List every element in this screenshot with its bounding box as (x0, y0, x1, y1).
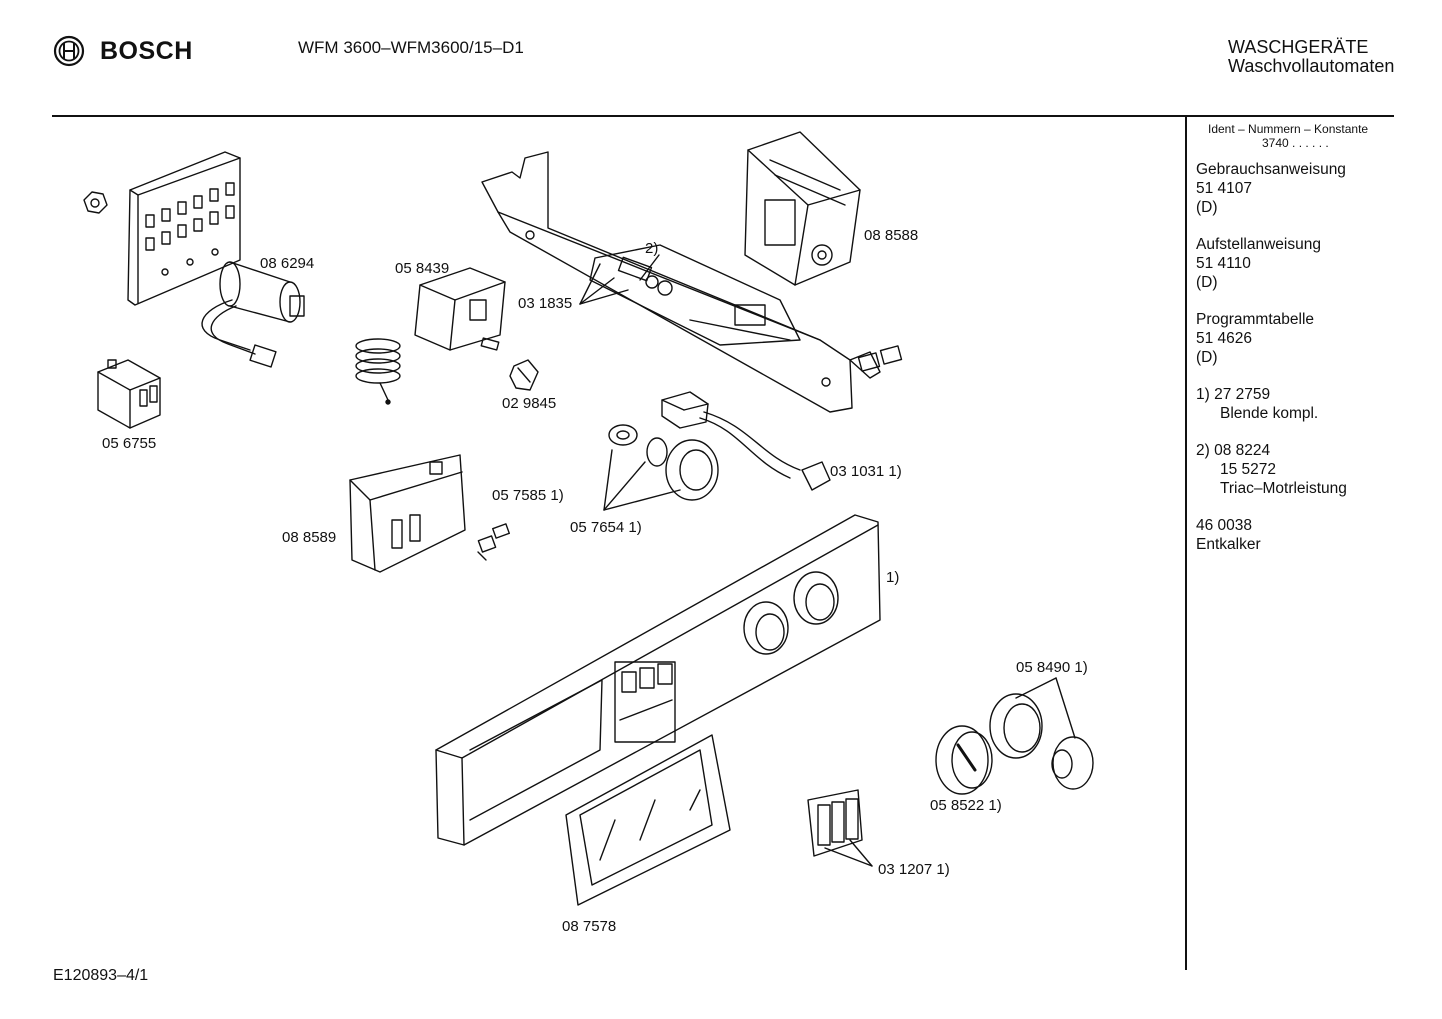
electronic-module (349, 454, 466, 573)
brand: BOSCH (52, 34, 193, 68)
program-switch (744, 131, 861, 286)
label-1: 1) (886, 569, 899, 586)
label-031031: 03 1031 1) (830, 463, 902, 480)
label-057585: 05 7585 1) (492, 487, 564, 504)
label-086294: 08 6294 (260, 255, 314, 272)
lamp-holder (477, 523, 510, 561)
brand-name: BOSCH (100, 36, 193, 65)
knob-small (1051, 736, 1094, 790)
drawing-code: E120893–4/1 (53, 967, 149, 984)
knob-ring (989, 693, 1043, 759)
knob-large (935, 725, 993, 795)
spring-coil (355, 338, 401, 405)
mounting-bracket (127, 151, 241, 306)
info-line: Programmtabelle (1196, 311, 1315, 328)
label-087578: 08 7578 (562, 918, 616, 935)
label-088589: 08 8589 (282, 529, 336, 546)
exploded-parts-diagram: 08 6294 05 6755 05 8439 02 9845 (83, 131, 1094, 935)
category-line-2: Waschvollautomaten (1228, 56, 1395, 76)
info-line: (D) (1196, 274, 1218, 291)
info-line: 51 4626 (1196, 330, 1253, 347)
clip-part (509, 359, 539, 391)
model-title: WFM 3600–WFM3600/15–D1 (298, 38, 524, 57)
info-line: Entkalker (1196, 536, 1261, 553)
info-line: (D) (1196, 349, 1218, 366)
transformer (97, 359, 161, 429)
leader-line (639, 254, 660, 281)
ident-title: Ident – Nummern – Konstante (1208, 122, 1369, 136)
leader-lines-031207 (824, 839, 873, 867)
label-058490: 05 8490 1) (1016, 659, 1088, 676)
control-bracket (481, 151, 903, 413)
info-line: 1) 27 2759 (1196, 386, 1271, 403)
lamp-ring-set (608, 424, 719, 501)
label-031207: 03 1207 1) (878, 861, 950, 878)
info-group-program-table: Programmtabelle 51 4626 (D) (1196, 310, 1436, 367)
sidebar-info: Ident – Nummern – Konstante 3740 . . . .… (1196, 122, 1436, 572)
info-line: (D) (1196, 199, 1218, 216)
wire-connector (661, 391, 831, 491)
info-line: 2) 08 8224 (1196, 442, 1271, 459)
capacitor (201, 261, 305, 368)
leader-lines-031835 (579, 263, 629, 305)
info-line: 46 0038 (1196, 517, 1253, 534)
info-group-note-1: 1) 27 2759 Blende kompl. (1196, 385, 1436, 423)
label-029845: 02 9845 (502, 395, 556, 412)
info-line: 51 4110 (1196, 255, 1251, 272)
category-line-1: WASCHGERÄTE (1228, 37, 1369, 57)
triac-pcb (589, 244, 801, 346)
ident-value: 3740 . . . . . . (1262, 136, 1329, 150)
info-group-manual: Gebrauchsanweisung 51 4107 (D) (1196, 160, 1436, 217)
label-031835: 03 1835 (518, 295, 572, 312)
info-line: Blende kompl. (1220, 405, 1319, 422)
fascia-panel (435, 514, 881, 846)
info-line: Aufstellanweisung (1196, 236, 1321, 253)
label-2: 2) (645, 240, 658, 257)
detergent-flap (565, 734, 731, 906)
label-058522: 05 8522 1) (930, 797, 1002, 814)
category: WASCHGERÄTE Waschvollautomaten (1228, 38, 1394, 76)
info-line: 51 4107 (1196, 180, 1253, 197)
info-line: Gebrauchsanweisung (1196, 161, 1346, 178)
header-rule (52, 115, 1394, 117)
nut-icon (83, 191, 108, 214)
bosch-logo-icon (53, 35, 85, 67)
door-lock (414, 267, 506, 351)
info-group-installation: Aufstellanweisung 51 4110 (D) (1196, 235, 1436, 292)
label-056755: 05 6755 (102, 435, 156, 452)
leader-lines-057654 (603, 449, 681, 511)
info-line: 15 5272 (1220, 461, 1277, 478)
info-group-note-2: 2) 08 8224 15 5272 Triac–Motrleistung (1196, 441, 1436, 498)
leader-lines-058490 (1015, 677, 1076, 739)
push-buttons (807, 789, 863, 857)
info-group-descaler: 46 0038 Entkalker (1196, 516, 1436, 554)
info-line: Triac–Motrleistung (1220, 480, 1347, 497)
label-057654: 05 7654 1) (570, 519, 642, 536)
label-088588: 08 8588 (864, 227, 918, 244)
label-058439: 05 8439 (395, 260, 449, 277)
sidebar-rule (1185, 117, 1187, 970)
